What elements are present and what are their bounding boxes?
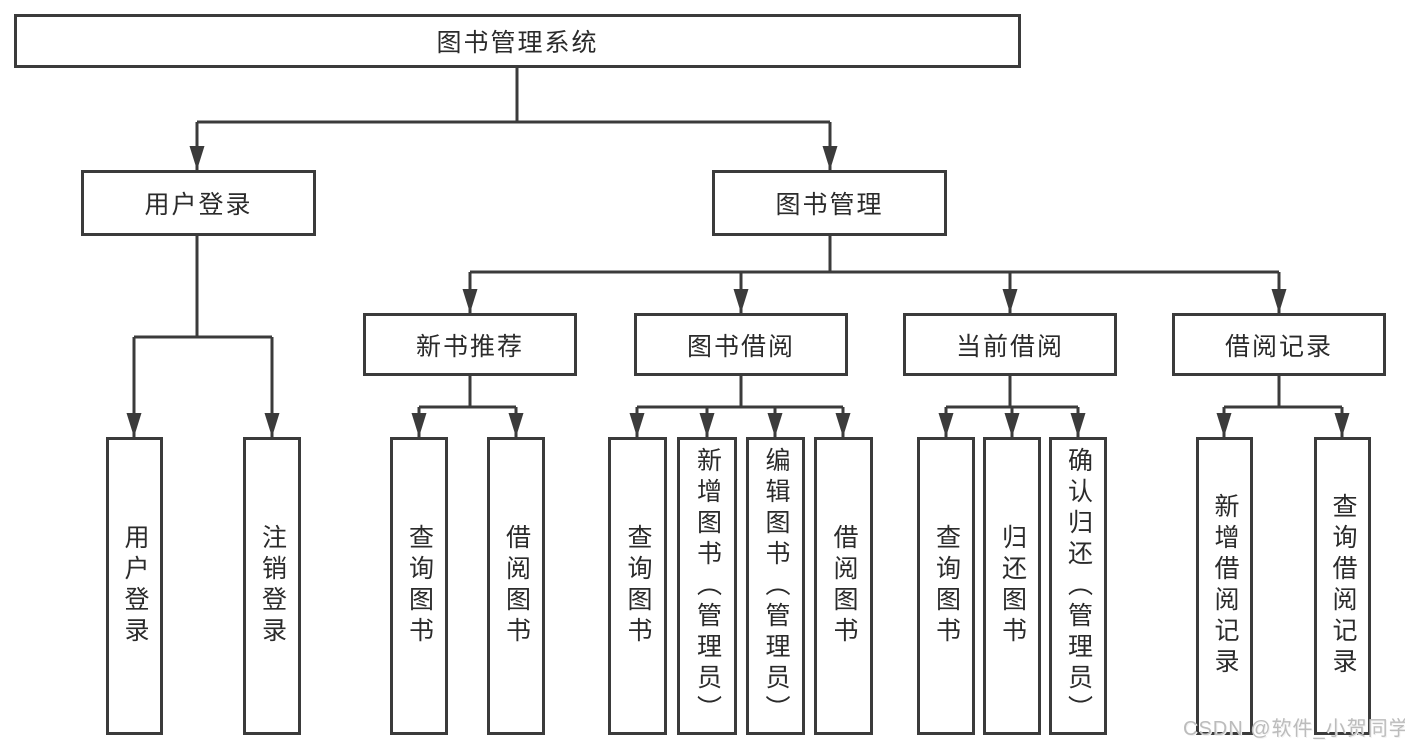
connector-line [134, 236, 272, 339]
leaf-add-books-admin: 新增图书（管理员） [677, 437, 737, 735]
connector-line [946, 376, 1078, 409]
leaf-user-login: 用户登录 [106, 437, 163, 735]
leaf-query-books-borrow: 查询图书 [608, 437, 667, 735]
node-book-management: 图书管理 [712, 170, 947, 236]
leaf-borrow-books: 借阅图书 [814, 437, 873, 735]
node-book-borrow: 图书借阅 [634, 313, 848, 376]
csdn-watermark: CSDN @软件_小贺同学 [1183, 718, 1405, 740]
leaf-add-borrow-record: 新增借阅记录 [1196, 437, 1253, 735]
node-library-system: 图书管理系统 [14, 14, 1021, 68]
connector-line [637, 376, 843, 409]
connector-line [197, 68, 830, 124]
connector-line [1224, 376, 1342, 409]
connector-line [470, 236, 1279, 274]
node-user-login: 用户登录 [81, 170, 316, 236]
leaf-query-books-recommend: 查询图书 [390, 437, 448, 735]
node-borrow-records: 借阅记录 [1172, 313, 1386, 376]
leaf-query-books-current: 查询图书 [917, 437, 975, 735]
node-current-borrow: 当前借阅 [903, 313, 1117, 376]
leaf-query-borrow-record: 查询借阅记录 [1314, 437, 1371, 735]
node-new-book-recommend: 新书推荐 [363, 313, 577, 376]
leaf-return-books: 归还图书 [983, 437, 1041, 735]
leaf-logout: 注销登录 [243, 437, 301, 735]
leaf-edit-books-admin: 编辑图书（管理员） [746, 437, 805, 735]
leaf-confirm-return-admin: 确认归还（管理员） [1049, 437, 1107, 735]
leaf-borrow-books-recommend: 借阅图书 [487, 437, 545, 735]
connector-line [419, 376, 516, 409]
